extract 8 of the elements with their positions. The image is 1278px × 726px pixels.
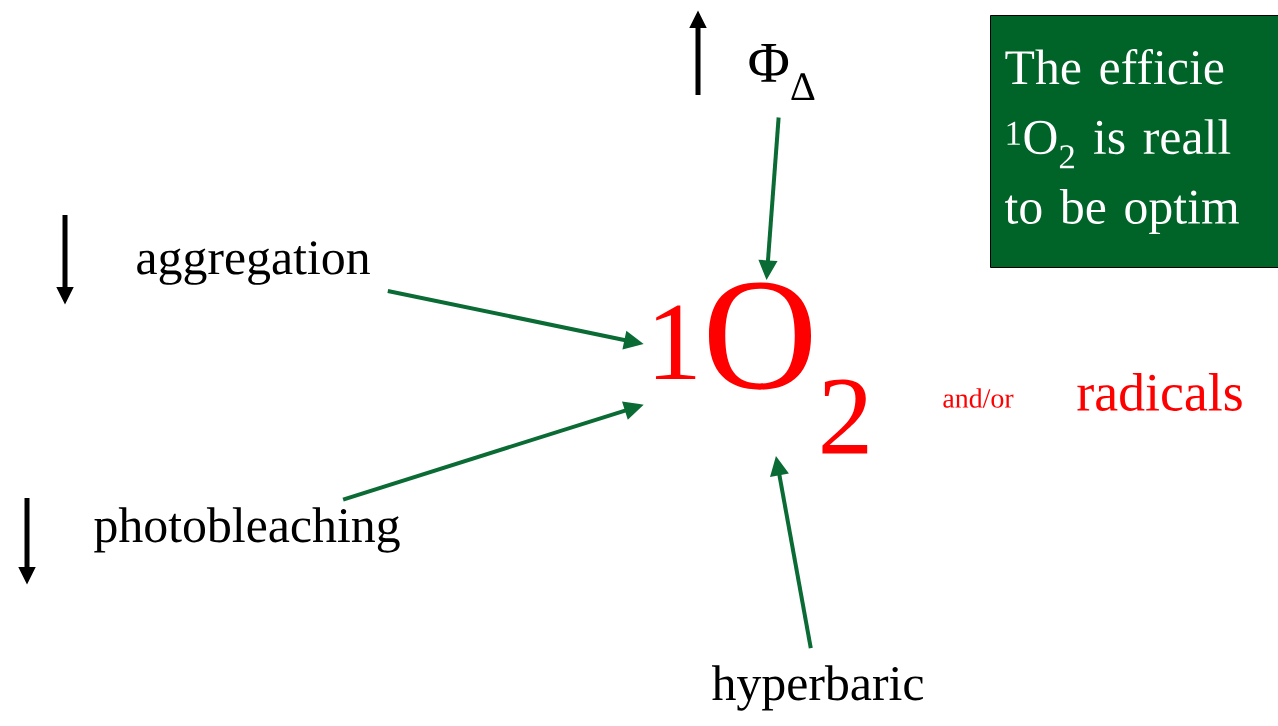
factor-label: photobleaching: [94, 507, 400, 553]
species-label: $^{1}$O$_{2}$: [655, 282, 868, 454]
factor-label: hyperbaric: [712, 665, 923, 711]
annotation-label: and/or: [943, 388, 1014, 408]
factor-label: aggregation: [137, 241, 370, 285]
symbol-label: Φ$_{Δ}$: [749, 44, 815, 100]
annotation-label: radicals: [1077, 373, 1242, 411]
note-box: The efficie $^{1}$O$_{2}$ is reall to be optim: [990, 15, 1278, 268]
